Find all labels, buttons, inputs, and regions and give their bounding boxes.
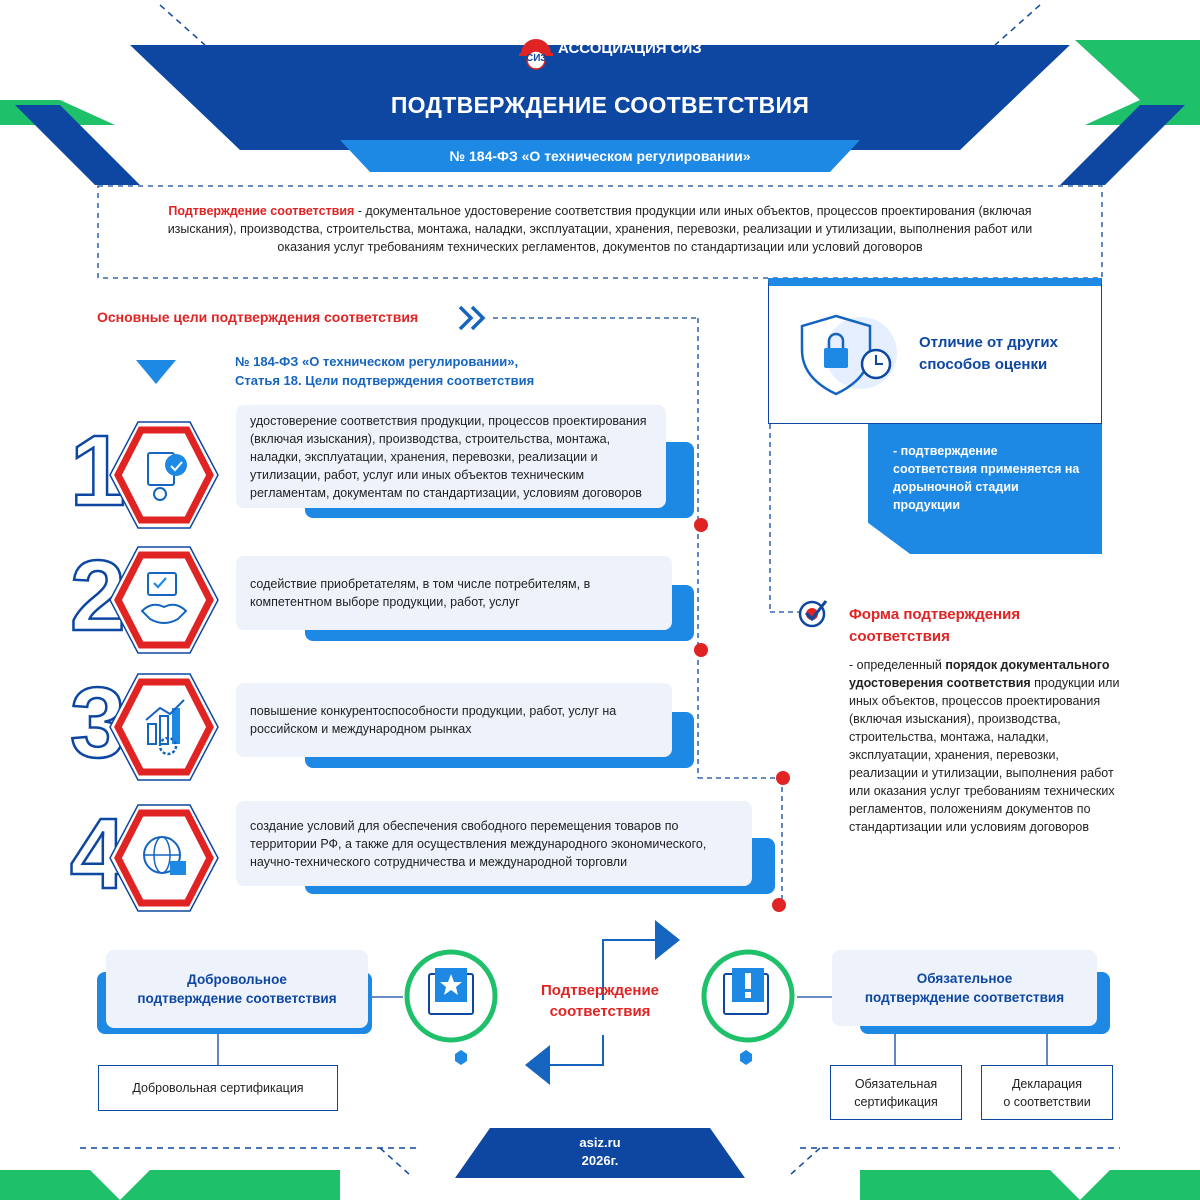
declaration-box: Декларация о соответствии [981, 1065, 1113, 1120]
diagonal-left [15, 105, 140, 185]
form-title-line2: соответствия [849, 628, 950, 645]
law-ref-line1: № 184-ФЗ «О техническом регулировании», [235, 354, 519, 369]
star-certificate-icon [403, 948, 499, 1065]
green-wedge-bottom-right [1080, 1170, 1200, 1200]
law-ref-line2: Статья 18. Цели подтверждения соответств… [235, 373, 535, 388]
footer-year: 2026г. [581, 1153, 619, 1168]
center-label-line2: соответствия [549, 1003, 651, 1020]
goal-3-card: повышение конкурентоспособности продукци… [236, 683, 672, 757]
green-band-top-right [1075, 40, 1200, 100]
center-label: Подтверждение соответствия [525, 980, 675, 1022]
goal-1-text: удостоверение соответствия продукции, пр… [250, 413, 647, 500]
difference-note-text: - подтверждение соответствия применяется… [893, 444, 1080, 512]
footer-site: asiz.ru [579, 1135, 621, 1150]
goal-3-text: повышение конкурентоспособности продукци… [250, 704, 617, 736]
definition-text: Подтверждение соответствия - документаль… [140, 202, 1060, 256]
voluntary-title-line1: Добровольное [187, 972, 287, 987]
mandatory-title-line1: Обязательное [916, 971, 1013, 986]
form-text-post: продукции или иных объектов, процессов п… [849, 676, 1120, 834]
goals-heading: Основные цели подтверждения соответствия [97, 309, 419, 325]
goal-2-card: содействие приобретателям, в том числе п… [236, 556, 672, 630]
declaration-line1: Декларация [1011, 1076, 1083, 1091]
difference-title: Отличие от других способов оценки [919, 332, 1058, 376]
declaration-line2: о соответствии [1003, 1094, 1091, 1109]
form-text: - определенный порядок документального у… [849, 656, 1131, 836]
difference-title-line2: способов оценки [919, 356, 1048, 373]
difference-note: - подтверждение соответствия применяется… [868, 424, 1102, 554]
center-label-line1: Подтверждение [540, 982, 660, 999]
goal-4-badge: 4 [69, 797, 220, 913]
logo-mark: СИЗ [526, 53, 547, 64]
shield-lock-icon [800, 314, 897, 396]
goal-1-card: удостоверение соответствия продукции, пр… [236, 405, 666, 508]
definition-term: Подтверждение соответствия [168, 204, 355, 218]
exclamation-document-icon [700, 948, 796, 1065]
goal-1-badge: 1 [69, 414, 220, 530]
mandatory-certification-line1: Обязательная [854, 1076, 938, 1091]
voluntary-certification-box: Добровольная сертификация [98, 1065, 338, 1111]
voluntary-card: Добровольное подтверждение соответствия [106, 950, 368, 1028]
goal-3-dot [776, 771, 790, 785]
goal-2-text: содействие приобретателям, в том числе п… [250, 577, 591, 609]
goal-2-badge: 2 [69, 539, 220, 655]
goals-law-ref: № 184-ФЗ «О техническом регулировании», … [235, 352, 534, 390]
down-triangle [136, 360, 176, 384]
header-band [130, 45, 1070, 150]
page-title: ПОДТВЕРЖДЕНИЕ СООТВЕТСТВИЯ [390, 92, 810, 118]
goal-4-text: создание условий для обеспечения свободн… [250, 818, 707, 869]
form-text-pre: - определенный [849, 658, 946, 672]
goal-4-dot [772, 898, 786, 912]
form-title: Форма подтверждения соответствия [849, 604, 1020, 648]
subheader-band [340, 140, 860, 172]
check-badge-icon [797, 596, 831, 630]
goal-2-dot [694, 643, 708, 657]
definition-body: - документальное удостоверение соответст… [167, 204, 1033, 254]
diagonal-right [1060, 105, 1185, 185]
difference-title-line1: Отличие от других [919, 334, 1058, 351]
footer-band [455, 1128, 745, 1178]
mandatory-card: Обязательное подтверждение соответствия [832, 950, 1097, 1026]
voluntary-title-line2: подтверждение соответствия [137, 991, 337, 1006]
mandatory-certification-box: Обязательная сертификация [830, 1065, 962, 1120]
voluntary-certification-text: Добровольная сертификация [132, 1081, 304, 1095]
goal-1-dot [694, 518, 708, 532]
green-wedge-bottom-left [0, 1170, 120, 1200]
form-title-line1: Форма подтверждения [849, 606, 1021, 623]
goal-4-card: создание условий для обеспечения свободн… [236, 801, 752, 886]
mandatory-certification-line2: сертификация [854, 1094, 938, 1109]
difference-box: Отличие от других способов оценки [768, 278, 1102, 424]
law-subtitle: № 184-ФЗ «О техническом регулировании» [449, 148, 751, 164]
goal-3-badge: 3 [69, 666, 220, 782]
logo-icon: СИЗ [517, 32, 555, 70]
mandatory-title-line2: подтверждение соответствия [864, 990, 1065, 1005]
form-text-bold: порядок документального удостоверения со… [849, 658, 1110, 690]
logo-text: АССОЦИАЦИЯ СИЗ [558, 40, 702, 57]
footer: asiz.ru 2026г. [500, 1134, 700, 1170]
